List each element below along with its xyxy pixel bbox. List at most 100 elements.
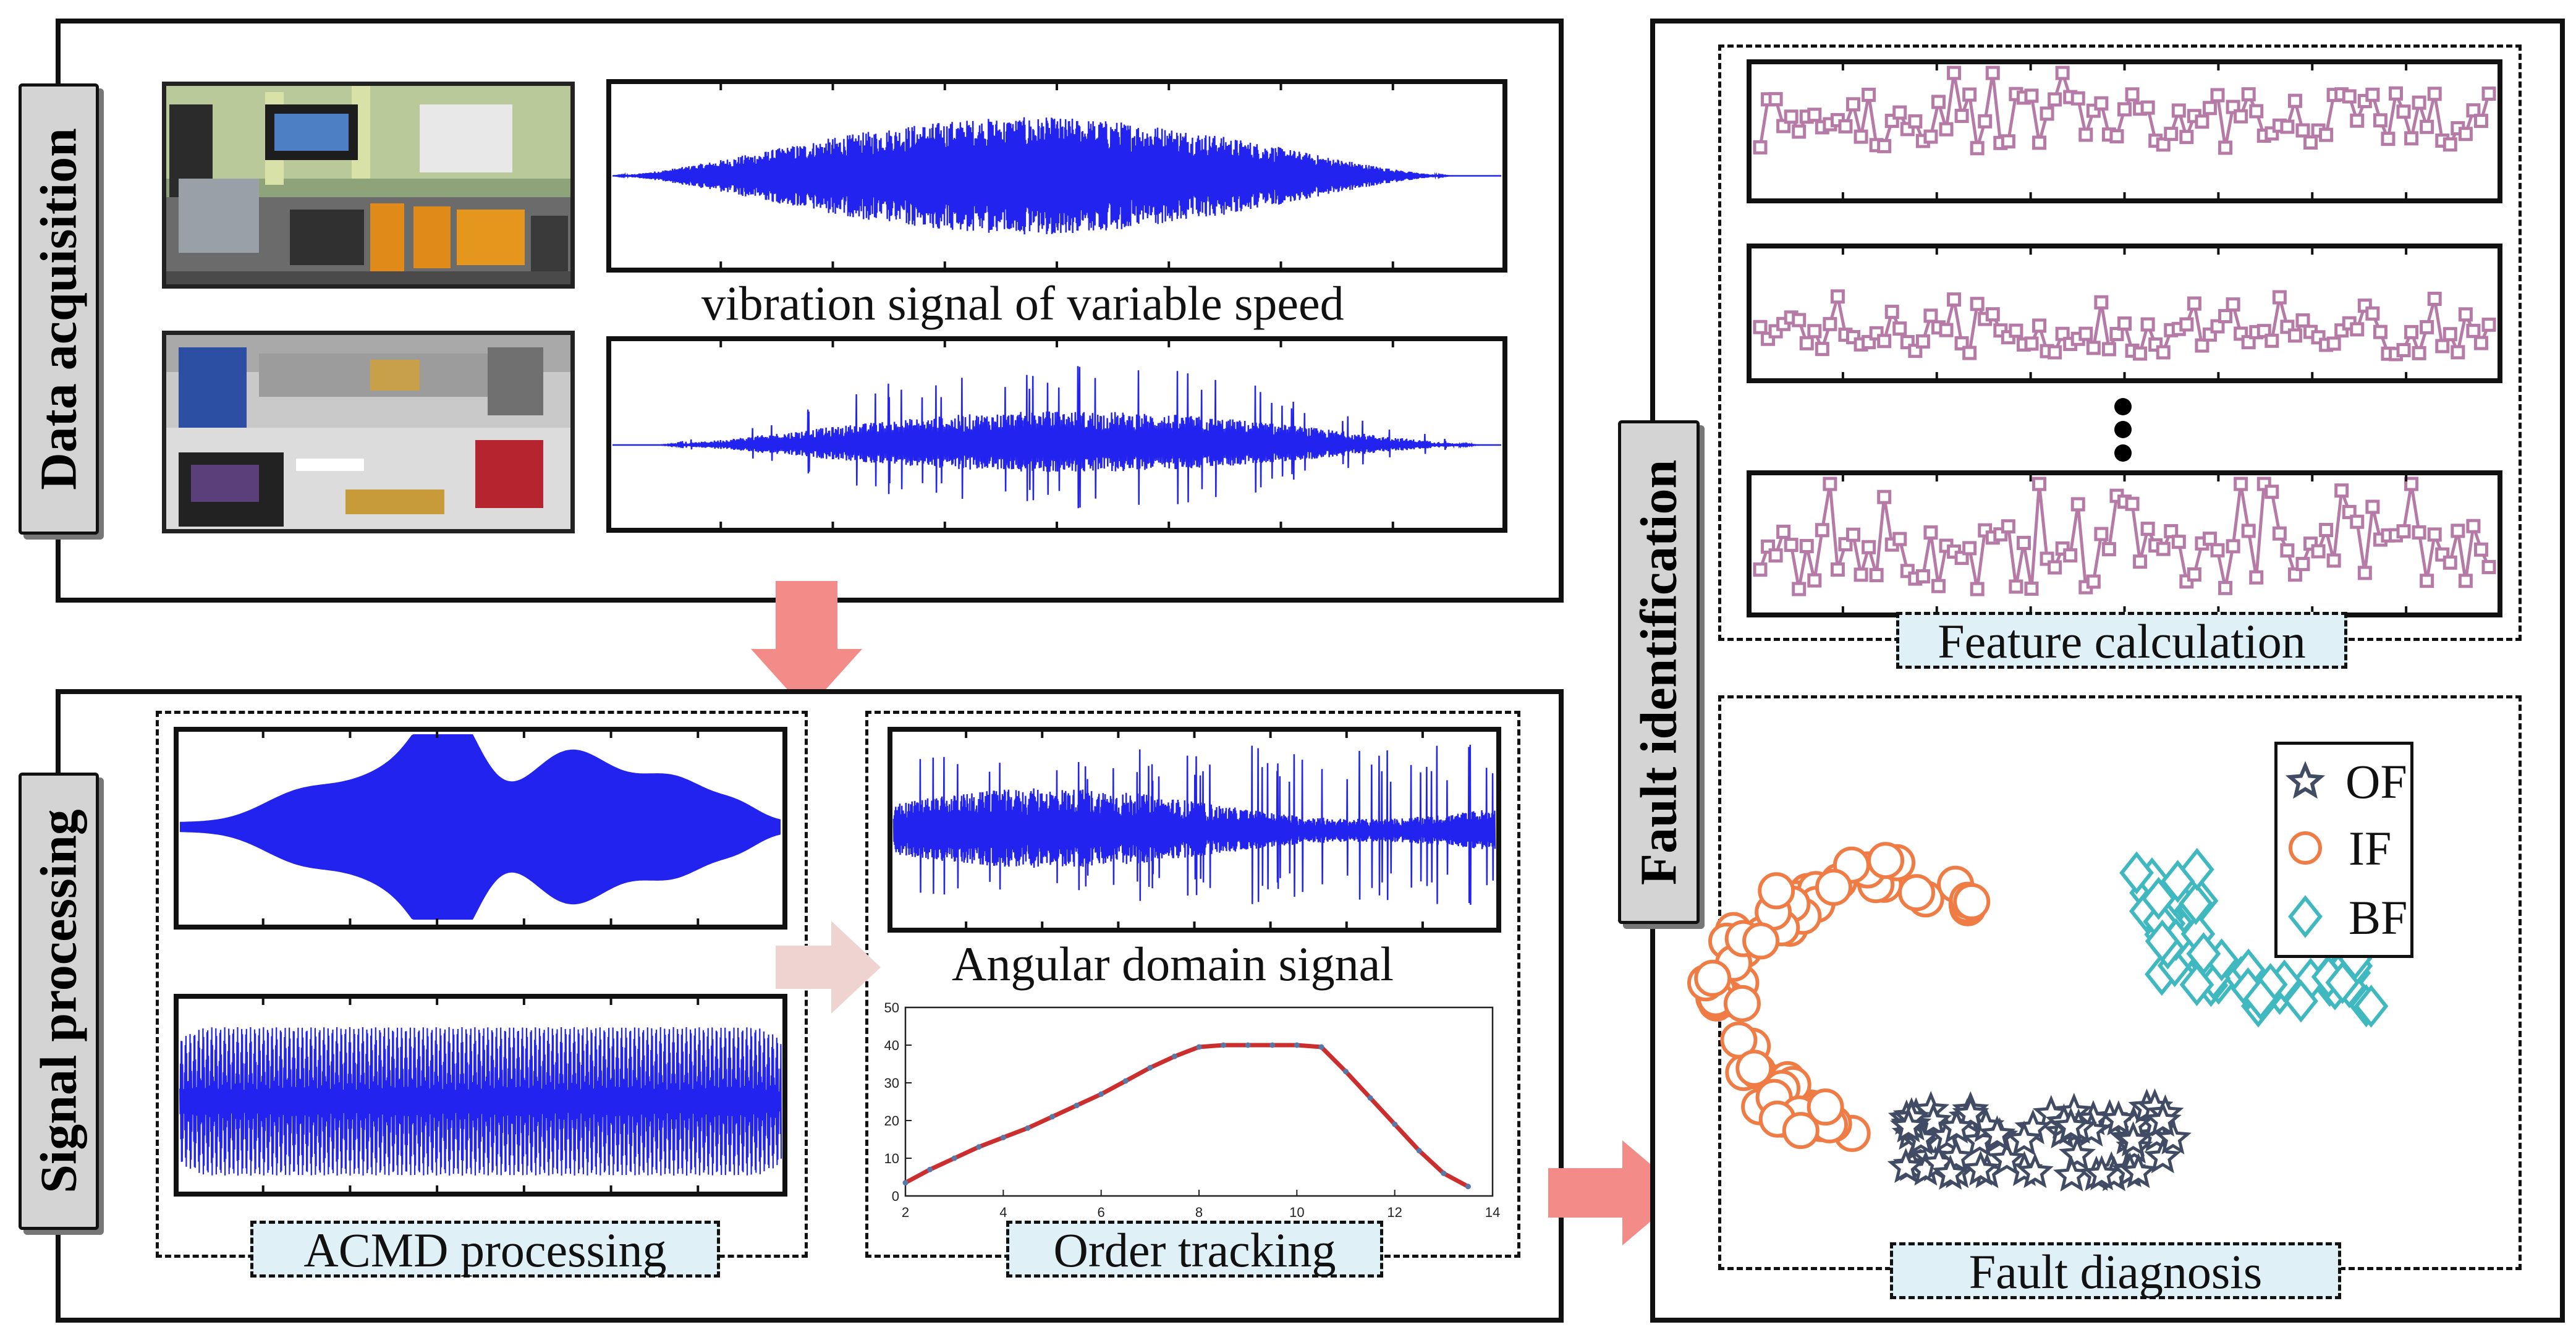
- raw-vibration-signal-2: [612, 366, 1501, 509]
- feature-marker: [1923, 308, 1938, 323]
- feature-marker: [1869, 568, 1884, 583]
- feature-marker: [2427, 87, 2442, 101]
- of-point: [1962, 1150, 1999, 1186]
- feature-marker: [2171, 103, 2186, 118]
- feature-calculation-caption: Feature calculation: [1896, 612, 2347, 669]
- feature-marker: [2195, 338, 2210, 353]
- of-point: [2144, 1101, 2182, 1137]
- order-point: [1196, 1044, 1202, 1050]
- x-tick-label: 8: [1195, 1205, 1203, 1220]
- feature-marker: [2458, 127, 2473, 142]
- feature-marker: [2117, 316, 2132, 331]
- feature-marker: [2342, 89, 2357, 104]
- feature-marker: [2063, 548, 2078, 563]
- if-point: [1735, 1049, 1773, 1087]
- feature-marker: [1931, 578, 1946, 593]
- feature-marker: [1807, 573, 1822, 588]
- feature-marker: [2443, 555, 2457, 570]
- y-tick-label: 50: [884, 1000, 899, 1015]
- feature-marker: [2334, 483, 2349, 498]
- bf-point: [2284, 979, 2318, 1023]
- feature-marker: [1753, 140, 1768, 155]
- feature-marker: [2109, 326, 2124, 341]
- feature-marker: [1915, 569, 1930, 583]
- feature-marker: [2125, 87, 2140, 102]
- if-point: [1953, 883, 1991, 920]
- feature-marker: [1877, 334, 1892, 349]
- feature-marker: [2078, 326, 2093, 341]
- of-point: [1931, 1155, 1969, 1190]
- feature-marker: [1962, 87, 1977, 102]
- feature-marker: [2319, 127, 2334, 142]
- arrow-right-light: [776, 921, 881, 1014]
- feature-marker: [2412, 525, 2426, 540]
- feature-marker: [1978, 114, 1993, 129]
- order-point: [1318, 1044, 1324, 1050]
- feature-marker: [1970, 582, 1985, 596]
- feature-marker: [2094, 295, 2109, 310]
- order-point: [1441, 1170, 1447, 1176]
- vibration-signal-caption: vibration signal of variable speed: [701, 276, 1344, 330]
- x-tick-label: 6: [1098, 1205, 1105, 1220]
- order-point: [927, 1166, 933, 1172]
- feature-marker: [2202, 101, 2217, 116]
- feature-marker: [1892, 532, 1907, 546]
- feature-marker: [2241, 335, 2256, 350]
- feature-marker: [1985, 307, 2000, 322]
- order-tracking-caption: Order tracking: [1006, 1221, 1383, 1278]
- feature-marker: [1985, 66, 2000, 80]
- feature-marker: [1807, 324, 1822, 339]
- bf-point: [2325, 960, 2360, 1004]
- order-point: [1049, 1114, 1055, 1120]
- feature-marker: [2234, 477, 2248, 491]
- order-chart-frame: [904, 1006, 1494, 1197]
- feature-marker: [1799, 336, 1814, 350]
- angular-domain-plot: [888, 727, 1501, 933]
- bf-point: [2354, 985, 2389, 1028]
- order-point: [951, 1155, 957, 1161]
- raw-vibration-plot-2: [606, 336, 1507, 533]
- order-point: [1171, 1053, 1177, 1059]
- feature-marker: [2265, 485, 2279, 499]
- feature-marker: [2226, 297, 2240, 312]
- of-point: [2059, 1135, 2096, 1171]
- feature-marker: [2094, 96, 2109, 111]
- feature-plot-3: [1747, 470, 2502, 617]
- y-tick-label: 30: [884, 1075, 899, 1091]
- legend-bf-label: BF: [2349, 891, 2408, 944]
- order-point: [976, 1144, 982, 1150]
- feature-marker: [2055, 326, 2070, 341]
- feature-marker: [1823, 316, 1837, 331]
- feature-marker: [2070, 91, 2085, 106]
- feature-marker: [2048, 560, 2062, 575]
- feature-marker: [2451, 345, 2465, 360]
- legend-star-icon: [2285, 761, 2326, 799]
- feature-marker: [2466, 103, 2481, 118]
- order-point: [1392, 1121, 1398, 1127]
- feature-marker: [2234, 109, 2248, 124]
- of-point: [2120, 1153, 2157, 1189]
- feature-marker: [2241, 87, 2256, 102]
- if-point: [1758, 872, 1795, 910]
- feature-marker: [2481, 87, 2496, 101]
- feature-marker: [1768, 548, 1783, 563]
- feature-marker: [2210, 319, 2225, 334]
- feature-marker: [2179, 130, 2194, 145]
- if-point: [1898, 874, 1935, 912]
- feature-marker: [2473, 336, 2488, 350]
- order-point: [1000, 1134, 1006, 1140]
- feature-marker: [2226, 539, 2240, 554]
- feature-marker: [2218, 140, 2233, 155]
- feature-marker: [2094, 527, 2109, 541]
- feature-marker: [1962, 345, 1977, 360]
- feature-marker: [2179, 317, 2194, 332]
- feature-marker: [1947, 292, 1962, 307]
- of-point: [1890, 1107, 1927, 1143]
- feature-marker: [2218, 309, 2233, 324]
- if-point: [1694, 959, 1732, 997]
- bf-point: [2179, 882, 2213, 925]
- feature-marker: [2048, 345, 2062, 360]
- feature-marker: [2133, 346, 2148, 361]
- feature-marker: [2195, 114, 2210, 129]
